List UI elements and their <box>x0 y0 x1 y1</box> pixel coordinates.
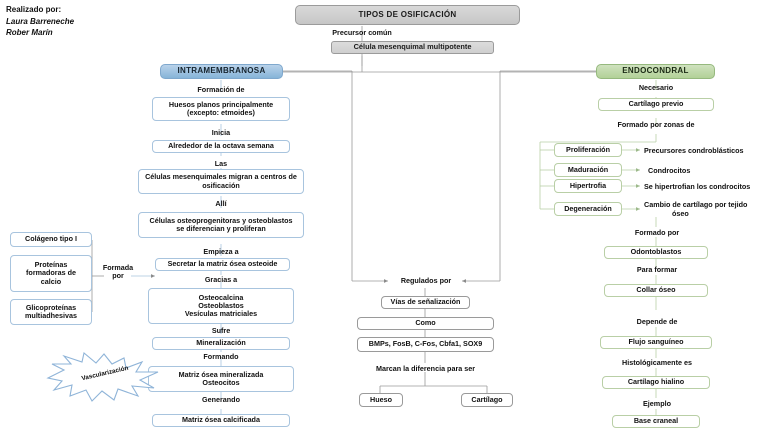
node-base-craneal: Base craneal <box>612 415 700 428</box>
connector-precursor-comun: Precursor común <box>332 28 392 37</box>
node-colageno-tipo-i: Colágeno tipo I <box>10 232 92 247</box>
header-endocondral[interactable]: ENDOCONDRAL <box>596 64 715 79</box>
zone-degeneracion-desc: Cambio de cartílago por tejido óseo <box>644 200 748 218</box>
vesiculas-matriciales: Vesículas matriciales <box>184 309 258 319</box>
node-factores: BMPs, FosB, C-Fos, Cbfa1, SOX9 <box>357 337 494 352</box>
node-secretar-matriz-osteoide: Secretar la matriz ósea osteoide <box>155 258 290 271</box>
author-label: Realizado por: <box>6 5 62 14</box>
connector-formacion-de: Formación de <box>197 85 245 94</box>
node-matriz-calcificada: Matriz ósea calcificada <box>152 414 290 427</box>
proteinas-calcio-line3: calcio <box>40 276 62 286</box>
glicoproteinas-line2: multiadhesivas <box>25 311 77 320</box>
zone-hipertrofia-desc: Se hipertrofian los condrocitos <box>644 182 751 191</box>
connector-formada-por: Formada por <box>100 264 136 280</box>
node-osteoprogenitoras: Células osteoprogenitoras y osteoblastos… <box>138 212 304 238</box>
connector-inicia: Inicia <box>211 128 231 137</box>
connector-regulados-por: Regulados por <box>400 276 452 285</box>
osteoprogenitoras-line2: se diferencian y proliferan <box>176 224 266 233</box>
connector-generando: Generando <box>202 395 240 404</box>
node-matriz-mineralizada: Matriz ósea mineralizada Osteocitos <box>148 366 294 392</box>
node-octava-semana: Alrededor de la octava semana <box>152 140 290 153</box>
degeneracion-desc-line2: óseo <box>672 208 689 218</box>
node-huesos-planos: Huesos planos principalmente (excepto: e… <box>152 97 290 121</box>
osteoblastos: Osteoblastos <box>198 300 244 310</box>
node-proteinas-calcio: Proteínas formadoras de calcio <box>10 255 92 292</box>
connector-formado-por: Formado por <box>634 228 680 237</box>
connector-histologicamente: Histológicamente es <box>622 358 692 367</box>
node-vias-senalizacion: Vías de señalización <box>381 296 470 309</box>
connector-sufre: Sufre <box>211 326 231 335</box>
zone-proliferacion-desc: Precursores condroblásticos <box>644 146 744 155</box>
connector-para-formar: Para formar <box>636 265 678 274</box>
node-collar-oseo: Collar óseo <box>604 284 708 297</box>
osteoprogenitoras-line1: Células osteoprogenitoras y osteoblastos <box>149 215 293 225</box>
connector-empieza-a: Empieza a <box>203 247 239 256</box>
burst-vascularizacion: Vascularización <box>44 352 162 402</box>
node-glicoproteinas: Glicoproteínas multiadhesivas <box>10 299 92 325</box>
node-celula-mesenquimal: Célula mesenquimal multipotente <box>331 41 494 54</box>
proteinas-calcio-line1: Proteínas <box>34 260 68 270</box>
connector-formando: Formando <box>203 352 239 361</box>
zone-maduracion-desc: Condrocitos <box>648 166 691 175</box>
header-intramembranosa[interactable]: INTRAMEMBRANOSA <box>160 64 283 79</box>
glicoproteinas-line1: Glicoproteínas <box>25 302 77 312</box>
huesos-planos-line2: (excepto: etmoides) <box>187 108 255 117</box>
formada-line1: Formada <box>102 263 134 272</box>
zone-hipertrofia: Hipertrofia <box>554 179 622 193</box>
node-osteocalcina-group: Osteocalcina Osteoblastos Vesículas matr… <box>148 288 294 324</box>
connector-formado-zonas: Formado por zonas de <box>617 120 695 129</box>
diagram-title: TIPOS DE OSIFICACIÓN <box>295 5 520 25</box>
matriz-mineralizada-line1: Matriz ósea mineralizada <box>178 369 264 379</box>
formada-line2: por <box>112 270 124 280</box>
connector-ejemplo: Ejemplo <box>643 399 671 408</box>
node-mineralizacion: Mineralización <box>152 337 290 350</box>
node-cartilago-hialino: Cartílago hialino <box>602 376 710 389</box>
degeneracion-desc-line1: Cambio de cartílago por tejido <box>644 200 748 209</box>
connector-gracias-a: Gracias a <box>204 275 238 284</box>
author-name-1: Laura Barreneche <box>6 16 75 26</box>
connector-necesario: Necesario <box>638 83 674 92</box>
node-hueso: Hueso <box>359 393 403 407</box>
node-flujo-sanguineo: Flujo sanguíneo <box>600 336 712 349</box>
connector-las: Las <box>214 159 228 168</box>
zone-proliferacion: Proliferación <box>554 143 622 157</box>
connector-marcan-diferencia: Marcan la diferencia para ser <box>375 364 476 373</box>
connector-depende-de: Depende de <box>636 317 678 326</box>
author-block: Realizado por: Laura Barreneche Rober Ma… <box>6 4 74 39</box>
zone-maduracion: Maduración <box>554 163 622 177</box>
node-celulas-mesenquimales-migran: Células mesenquimales migran a centros d… <box>138 169 304 194</box>
osteocalcina: Osteocalcina <box>198 292 244 302</box>
matriz-mineralizada-line2: Osteocitos <box>202 378 240 387</box>
node-cartilago: Cartílago <box>461 393 513 407</box>
node-como: Como <box>357 317 494 330</box>
proteinas-calcio-line2: formadoras de <box>26 268 76 278</box>
node-cartilago-previo: Cartílago previo <box>598 98 714 111</box>
node-odontoblastos: Odontoblastos <box>604 246 708 259</box>
connector-alli: Allí <box>215 199 227 208</box>
huesos-planos-line1: Huesos planos principalmente <box>168 99 274 109</box>
celulas-migran-line2: osificación <box>202 180 240 190</box>
zone-degeneracion: Degeneración <box>554 202 622 216</box>
celulas-migran-line1: Células mesenquimales migran a centros d… <box>145 172 297 182</box>
author-name-2: Rober Marín <box>6 28 53 38</box>
